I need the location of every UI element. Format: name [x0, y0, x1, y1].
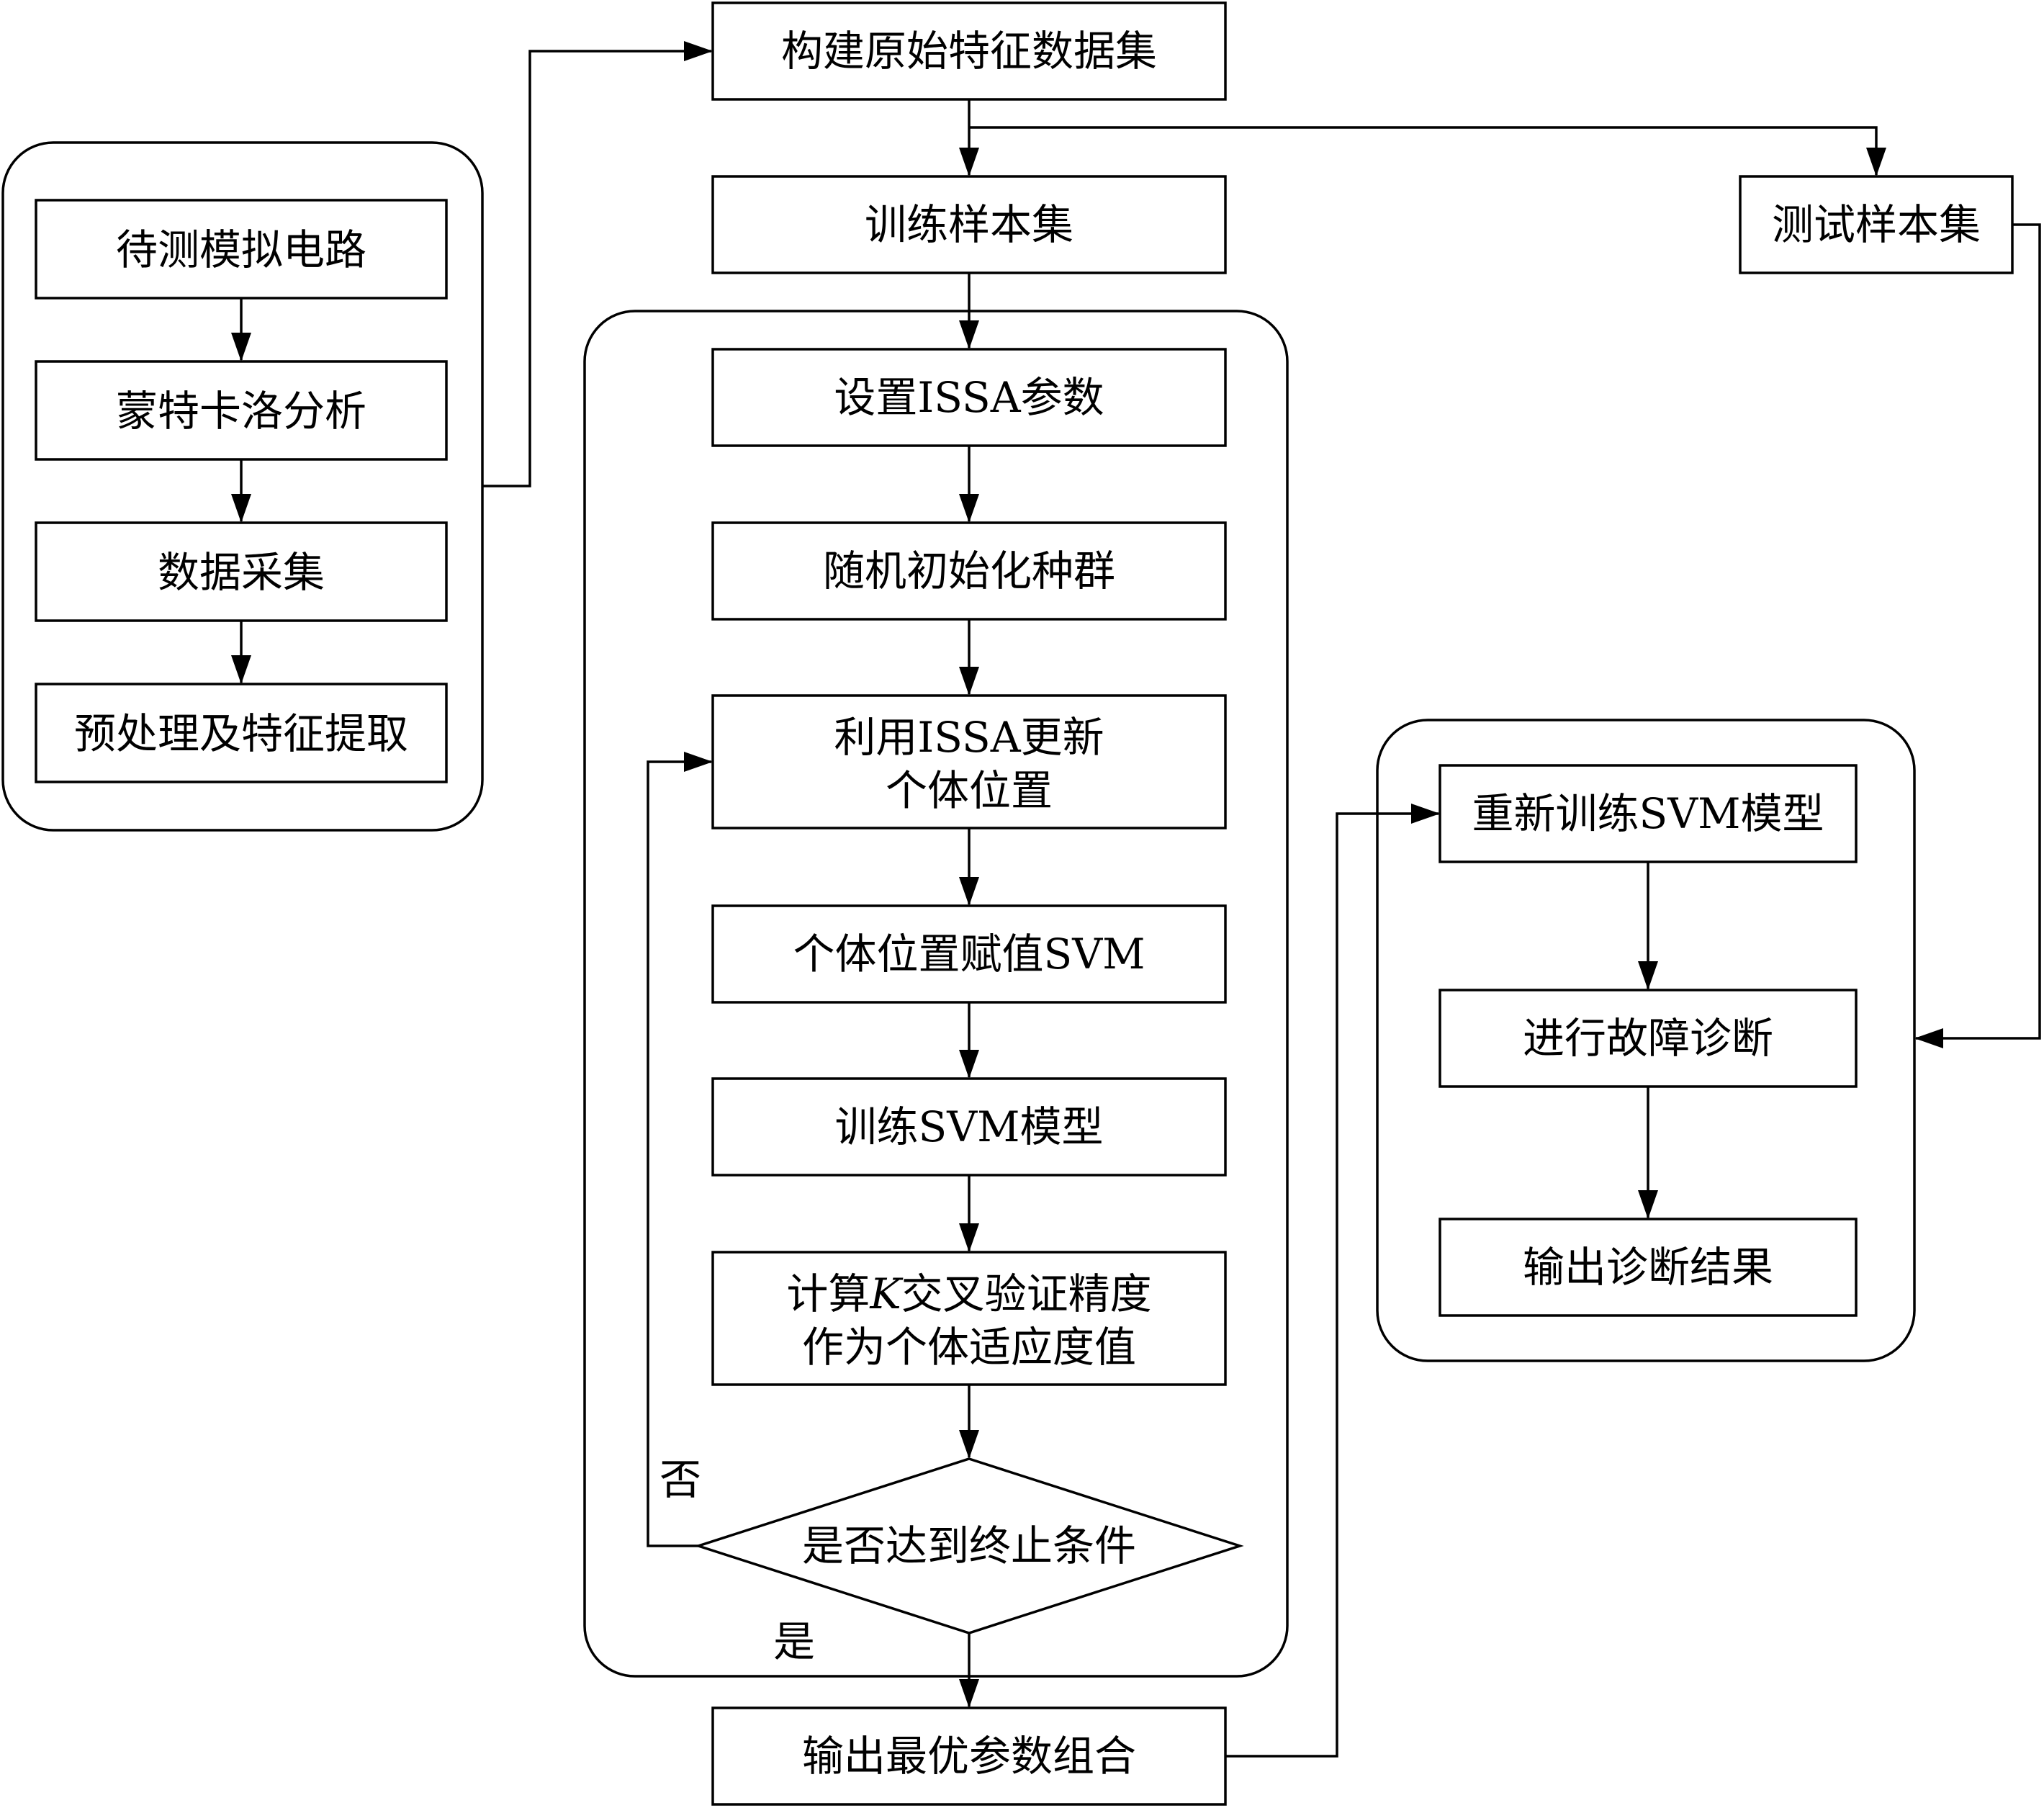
node-preprocess: 预处理及特征提取: [35, 683, 448, 783]
node-preprocess-label: 预处理及特征提取: [74, 709, 408, 758]
arrow-output-to-retrain: [1225, 804, 1440, 1758]
node-init-pop: 随机初始化种群: [711, 521, 1227, 621]
node-circuit: 待测模拟电路: [35, 199, 448, 300]
node-kfold-label-1: 计算K交叉验证精度: [786, 1269, 1151, 1318]
node-diagnose-label: 进行故障诊断: [1523, 1014, 1773, 1063]
node-kfold-text-k: K: [869, 1269, 904, 1318]
node-output-params-label: 输出最优参数组合: [802, 1732, 1136, 1781]
node-train-svm-label: 训练SVM模型: [834, 1102, 1103, 1151]
edge-label-yes: 是: [773, 1617, 815, 1666]
node-update-pos-label-2: 个体位置: [886, 766, 1053, 815]
node-set-params-label: 设置ISSA参数: [834, 373, 1104, 422]
node-build-dataset: 构建原始特征数据集: [711, 1, 1227, 101]
arrow-build-to-test: [969, 126, 1886, 176]
node-train-set: 训练样本集: [711, 175, 1227, 274]
edge-label-no: 否: [659, 1455, 701, 1504]
node-test-set: 测试样本集: [1739, 175, 2014, 274]
node-decision-label: 是否达到终止条件: [802, 1521, 1136, 1570]
node-retrain-label: 重新训练SVM模型: [1472, 789, 1824, 838]
node-test-set-label: 测试样本集: [1772, 200, 1981, 249]
node-diagnose: 进行故障诊断: [1439, 989, 1858, 1088]
node-kfold: 计算K交叉验证精度 作为个体适应度值: [711, 1251, 1227, 1386]
group-issa-optimization: [583, 310, 1289, 1678]
node-assign-svm-label: 个体位置赋值SVM: [793, 930, 1145, 979]
node-update-pos: 利用ISSA更新 个体位置: [711, 694, 1227, 829]
node-train-svm: 训练SVM模型: [711, 1077, 1227, 1177]
node-data-collect: 数据采集: [35, 521, 448, 622]
node-train-set-label: 训练样本集: [865, 200, 1073, 249]
node-set-params: 设置ISSA参数: [711, 348, 1227, 447]
node-output-result: 输出诊断结果: [1439, 1218, 1858, 1317]
node-decision: 是否达到终止条件: [694, 1457, 1244, 1634]
node-output-params: 输出最优参数组合: [711, 1706, 1227, 1806]
node-retrain: 重新训练SVM模型: [1439, 764, 1858, 863]
node-data-collect-label: 数据采集: [158, 548, 325, 597]
node-kfold-label-2: 作为个体适应度值: [802, 1323, 1136, 1372]
arrow-decision-no-loop: [647, 752, 713, 1547]
node-monte-carlo: 蒙特卡洛分析: [35, 360, 448, 461]
arrow-test-to-diagnose: [1914, 223, 2041, 1048]
node-build-dataset-label: 构建原始特征数据集: [781, 27, 1157, 76]
node-output-result-label: 输出诊断结果: [1523, 1243, 1773, 1292]
node-update-pos-label-1: 利用ISSA更新: [834, 713, 1104, 762]
node-circuit-label: 待测模拟电路: [116, 225, 366, 274]
node-kfold-text-b: 交叉验证精度: [901, 1269, 1152, 1318]
node-kfold-text-a: 计算: [786, 1269, 870, 1318]
arrow-group1-to-build: [482, 41, 713, 487]
node-assign-svm: 个体位置赋值SVM: [711, 904, 1227, 1004]
node-monte-carlo-label: 蒙特卡洛分析: [116, 387, 366, 436]
node-init-pop-label: 随机初始化种群: [823, 547, 1115, 595]
